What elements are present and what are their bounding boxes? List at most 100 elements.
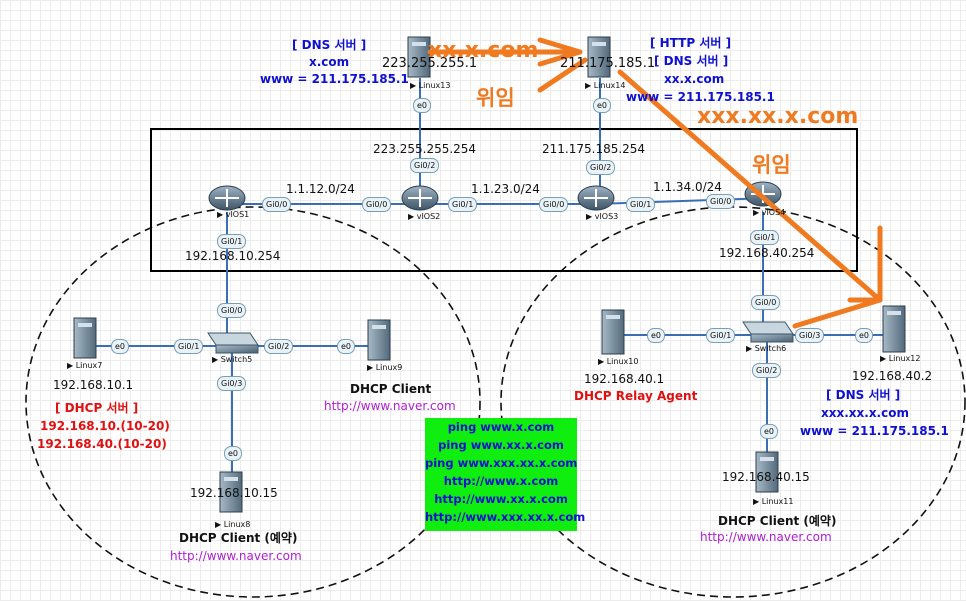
linux12-www: www = 211.175.185.1 xyxy=(800,424,949,438)
linux8-url: http://www.naver.com xyxy=(170,549,302,563)
label-vios3: ▶ vIOS3 xyxy=(586,212,619,221)
test-command: ping www.xx.x.com xyxy=(438,438,564,452)
port-switch6-gi01: Gi0/1 xyxy=(706,328,736,343)
port-linux9-e0: e0 xyxy=(337,339,356,354)
port-vios4-gi00: Gi0/0 xyxy=(706,194,736,209)
host-linux11[interactable] xyxy=(755,451,779,493)
delegation-zone1: xx.x.com xyxy=(428,38,539,63)
port-vios2-gi00: Gi0/0 xyxy=(362,197,392,212)
lan-40-ellipse xyxy=(500,206,966,598)
port-vios3-gi01: Gi0/1 xyxy=(626,197,656,212)
network-label-23: 1.1.23.0/24 xyxy=(471,182,540,196)
network-label-12: 1.1.12.0/24 xyxy=(286,182,355,196)
router-vios2[interactable] xyxy=(401,185,439,211)
port-linux8-e0: e0 xyxy=(224,446,243,461)
port-switch5-gi00: Gi0/0 xyxy=(217,303,247,318)
label-linux8: ▶ Linux8 xyxy=(215,520,251,529)
port-vios4-gi01: Gi0/1 xyxy=(750,230,780,245)
delegation-label-2: 위임 xyxy=(752,153,791,177)
linux9-role: DHCP Client xyxy=(350,382,432,396)
test-command: http://www.xxx.xx.x.com xyxy=(425,510,586,524)
linux14-www: www = 211.175.185.1 xyxy=(626,90,775,104)
port-switch6-gi00: Gi0/0 xyxy=(751,295,781,310)
label-vios2: ▶ vIOS2 xyxy=(408,212,441,221)
switch6-shape[interactable] xyxy=(742,321,794,343)
linux10-role: DHCP Relay Agent xyxy=(574,389,698,403)
host-linux10[interactable] xyxy=(601,309,625,355)
linux8-role: DHCP Client (예약) xyxy=(179,531,298,545)
port-vios1-gi01: Gi0/1 xyxy=(217,234,247,249)
backbone-box xyxy=(150,128,858,272)
port-linux11-e0: e0 xyxy=(760,424,779,439)
label-linux12: ▶ Linux12 xyxy=(880,354,921,363)
ip-linux14: 211.175.185.1 xyxy=(560,56,656,71)
host-linux8[interactable] xyxy=(219,471,243,513)
ip-linux8: 192.168.10.15 xyxy=(190,486,278,500)
label-linux7: ▶ Linux7 xyxy=(67,361,103,370)
port-linux12-e0: e0 xyxy=(855,328,874,343)
delegation-arrows xyxy=(427,37,883,329)
test-command: http://www.xx.x.com xyxy=(434,492,568,506)
label-vios4: ▶ vIOS4 xyxy=(753,208,786,217)
switch5-shape[interactable] xyxy=(207,332,259,354)
port-switch5-gi01: Gi0/1 xyxy=(174,339,204,354)
port-vios2-gi02: Gi0/2 xyxy=(410,158,440,173)
label-switch5: ▶ Switch5 xyxy=(212,355,253,364)
port-switch5-gi02: Gi0/2 xyxy=(264,339,294,354)
network-label-34: 1.1.34.0/24 xyxy=(653,180,722,194)
host-linux12[interactable] xyxy=(882,305,906,353)
router-vios3[interactable] xyxy=(577,185,615,211)
port-linux14-e0: e0 xyxy=(593,98,612,113)
test-command: ping www.x.com xyxy=(447,420,555,434)
delegation-label-1: 위임 xyxy=(476,86,515,110)
label-linux14: ▶ Linux14 xyxy=(585,81,626,90)
linux13-role: [ DNS 서버 ] xyxy=(292,38,367,52)
router-vios1[interactable] xyxy=(208,185,246,211)
linux12-domain: xxx.xx.x.com xyxy=(821,406,909,420)
linux11-role: DHCP Client (예약) xyxy=(718,514,837,528)
lan-10-ellipse xyxy=(25,206,481,598)
linux12-role: [ DNS 서버 ] xyxy=(826,388,901,402)
port-vios3-gi02: Gi0/2 xyxy=(586,160,616,175)
port-switch5-gi03: Gi0/3 xyxy=(217,376,247,391)
port-switch6-gi02: Gi0/2 xyxy=(752,363,782,378)
host-linux7[interactable] xyxy=(73,317,97,359)
host-linux14[interactable] xyxy=(587,36,611,78)
ip-linux12: 192.168.40.2 xyxy=(852,369,933,383)
test-commands-box: ping www.x.com ping www.xx.x.com ping ww… xyxy=(425,418,586,531)
ip-vios3: 211.175.185.254 xyxy=(542,142,646,156)
linux7-role: [ DHCP 서버 ] xyxy=(55,401,139,415)
ip-linux10: 192.168.40.1 xyxy=(584,372,665,386)
test-command: http://www.x.com xyxy=(443,474,559,488)
ip-linux11: 192.168.40.15 xyxy=(722,470,810,484)
ip-vios2: 223.255.255.254 xyxy=(373,142,477,156)
linux7-pool-10: 192.168.10.(10-20) xyxy=(40,419,170,433)
linux11-url: http://www.naver.com xyxy=(700,530,832,544)
port-vios2-gi01: Gi0/1 xyxy=(448,197,478,212)
port-linux13-e0: e0 xyxy=(413,98,432,113)
label-switch6: ▶ Switch6 xyxy=(746,344,787,353)
linux14-role-http: [ HTTP 서버 ] xyxy=(650,36,732,50)
port-switch6-gi03: Gi0/3 xyxy=(795,328,825,343)
ip-linux7: 192.168.10.1 xyxy=(53,378,134,392)
label-linux13: ▶ Linux13 xyxy=(410,81,451,90)
test-command: ping www.xxx.xx.x.com xyxy=(425,456,578,470)
label-linux11: ▶ Linux11 xyxy=(753,497,794,506)
linux14-role-dns: [ DNS 서버 ] xyxy=(654,54,729,68)
linux9-url: http://www.naver.com xyxy=(324,399,456,413)
host-linux9[interactable] xyxy=(367,319,391,361)
port-vios3-gi00: Gi0/0 xyxy=(539,197,569,212)
label-vios1: ▶ vIOS1 xyxy=(217,210,250,219)
port-linux7-e0: e0 xyxy=(111,339,130,354)
delegation-zone2: xxx.xx.x.com xyxy=(697,104,859,129)
port-vios1-gi00: Gi0/0 xyxy=(262,197,292,212)
host-linux13[interactable] xyxy=(407,36,431,78)
linux13-domain: x.com xyxy=(309,55,350,69)
port-linux10-e0: e0 xyxy=(647,328,666,343)
linux7-pool-40: 192.168.40.(10-20) xyxy=(37,437,167,451)
ip-vios1: 192.168.10.254 xyxy=(185,249,281,263)
ip-vios4: 192.168.40.254 xyxy=(719,246,815,260)
label-linux10: ▶ Linux10 xyxy=(598,357,639,366)
linux14-domain: xx.x.com xyxy=(664,72,725,86)
